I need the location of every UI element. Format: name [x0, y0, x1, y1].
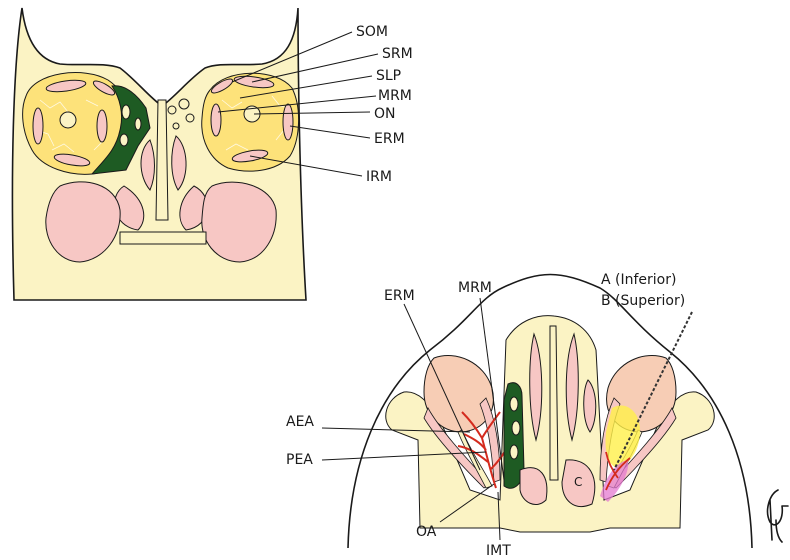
- label-irm: IRM: [366, 169, 392, 185]
- leader-srm: [251, 53, 379, 83]
- right-erm-muscle: [282, 103, 294, 141]
- leader-oa: [439, 483, 495, 523]
- axial-ethmoid-cell: [509, 444, 519, 460]
- axial-right-ethmoid-cells: [583, 379, 597, 433]
- leader-som: [231, 31, 353, 83]
- label-imt: IMT: [486, 543, 511, 559]
- right-ophthalmic-artery: [605, 451, 631, 491]
- ethmoid-cell: [121, 104, 131, 120]
- axial-left-orbit: [423, 355, 509, 489]
- left-lateral-rectus: [423, 407, 491, 489]
- axial-head-outline: [347, 273, 753, 549]
- left-ophthalmic-artery: [457, 411, 509, 489]
- label-axial-erm: ERM: [384, 288, 415, 304]
- hard-palate: [119, 231, 207, 245]
- axial-section: C ERM MRM A (Inferior) B (Superior) AEA …: [286, 272, 753, 559]
- left-maxillary-sinus: [45, 181, 121, 263]
- axial-ethmoid-cell: [511, 420, 521, 436]
- leader-imt: [497, 491, 501, 541]
- label-mrm: MRM: [378, 88, 412, 104]
- nasal-septum: [155, 99, 169, 221]
- leader-irm: [249, 155, 363, 177]
- left-optic-nerve: [59, 111, 77, 129]
- left-fat-lobules: [35, 99, 105, 153]
- ethmoid-cell: [134, 117, 142, 131]
- right-mrm-muscle: [210, 103, 222, 137]
- label-trajectory-b: B (Superior): [601, 293, 685, 309]
- label-trajectory-a: A (Inferior): [601, 272, 676, 288]
- leader-aea: [321, 427, 471, 433]
- left-srm-muscle: [45, 79, 87, 93]
- right-yellow-highlight: [605, 405, 640, 468]
- artist-signature: [766, 489, 789, 543]
- right-maxillary-sinus: [201, 181, 277, 263]
- label-c: C: [574, 475, 582, 489]
- leader-axial-mrm: [479, 297, 505, 481]
- leader-mrm: [217, 95, 377, 113]
- leader-on: [253, 111, 371, 115]
- right-magenta-highlight: [600, 460, 629, 502]
- coronal-left-orbit: [22, 72, 131, 175]
- label-on: ON: [374, 106, 396, 122]
- trajectory-line: [613, 311, 693, 471]
- left-irm-muscle: [53, 153, 91, 167]
- label-axial-mrm: MRM: [458, 280, 492, 296]
- leader-pea: [321, 451, 487, 461]
- axial-left-turbinate: [529, 332, 543, 442]
- left-ethmoid-region: [90, 85, 151, 175]
- leader-axial-erm: [403, 303, 481, 471]
- label-oa: OA: [416, 524, 437, 540]
- leader-slp: [239, 75, 373, 99]
- cribriform-cell: [178, 98, 190, 110]
- ethmoid-cell: [119, 133, 129, 147]
- label-srm: SRM: [382, 46, 413, 62]
- left-erm-muscle: [32, 107, 44, 145]
- label-pea: PEA: [286, 452, 313, 468]
- cribriform-cell: [172, 122, 180, 130]
- cribriform-cell: [185, 113, 195, 123]
- label-slp: SLP: [376, 68, 401, 84]
- left-mrm-muscle: [96, 109, 108, 143]
- right-middle-turbinate: [171, 135, 187, 191]
- axial-ethmoid-cell: [509, 396, 519, 412]
- axial-nasal-septum: [549, 325, 559, 481]
- left-middle-turbinate: [140, 139, 155, 191]
- axial-right-sphenoid: [561, 459, 596, 507]
- axial-left-sphenoid: [519, 467, 548, 505]
- axial-right-orbit: [599, 355, 677, 502]
- coronal-right-orbit: [201, 72, 300, 172]
- label-erm: ERM: [374, 131, 405, 147]
- left-som-muscle: [92, 80, 116, 96]
- label-aea: AEA: [286, 414, 314, 430]
- cribriform-cell: [167, 105, 177, 115]
- right-som-muscle: [210, 78, 234, 94]
- axial-right-turbinate: [565, 332, 579, 442]
- leader-erm: [289, 125, 371, 139]
- coronal-section: SOM SRM SLP MRM ON ERM IRM: [11, 7, 413, 301]
- label-som: SOM: [356, 24, 388, 40]
